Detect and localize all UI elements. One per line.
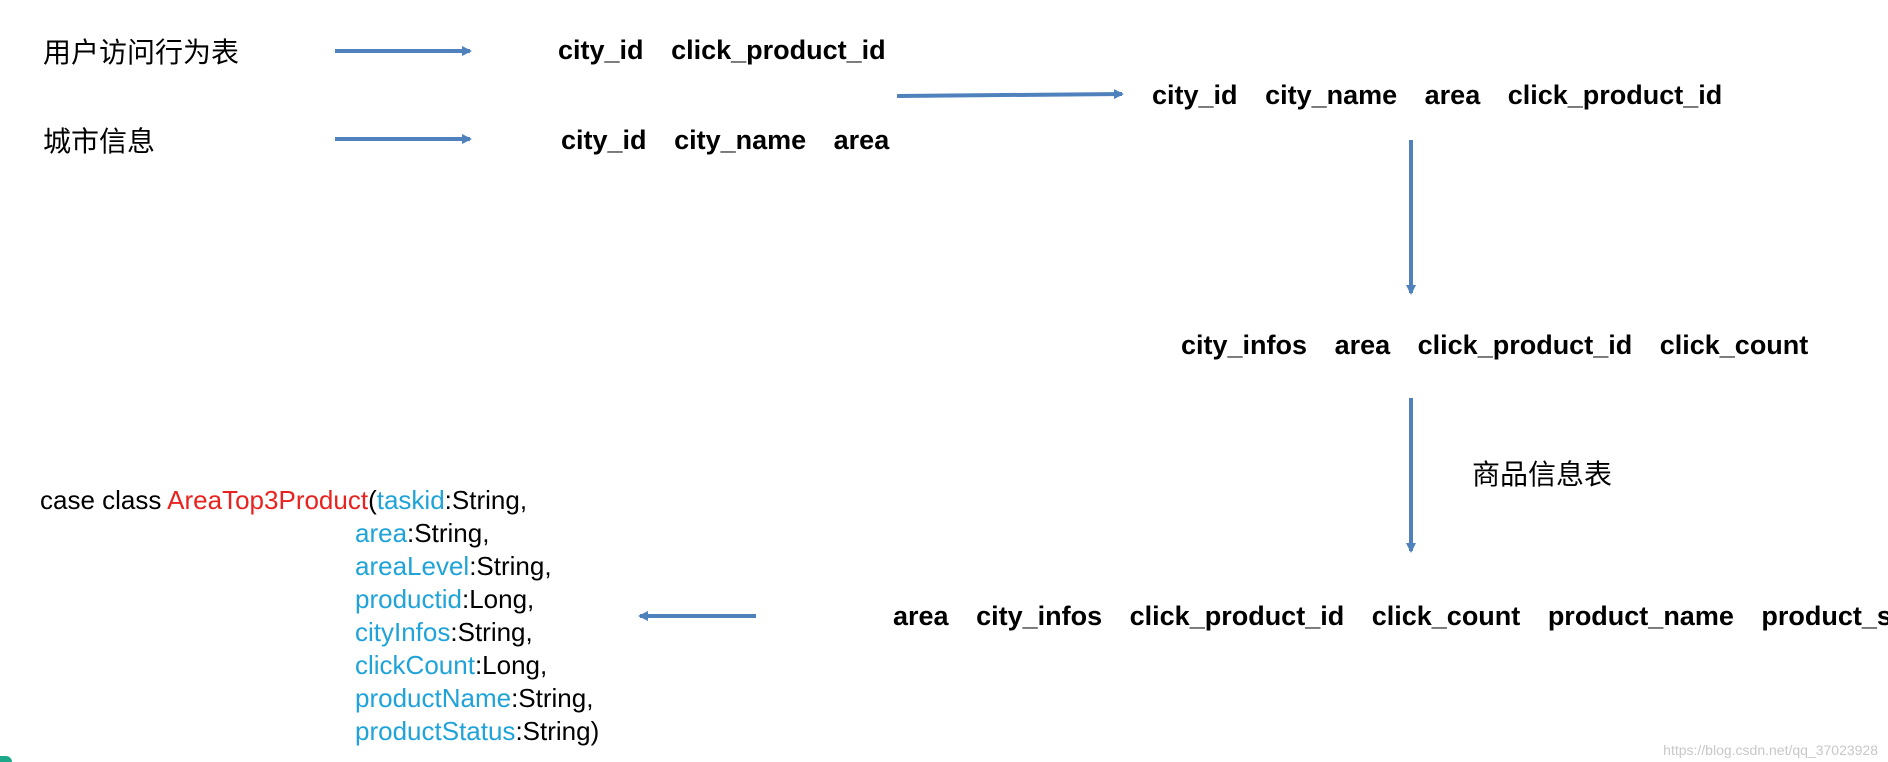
field: click_count [1659,330,1809,360]
code-line: cityInfos:String, [40,616,599,649]
city-info-label: 城市信息 [43,125,156,158]
param-type: :String, [407,518,490,548]
param-name: productName [355,683,512,713]
user-visit-table-label: 用户访问行为表 [43,36,240,69]
param-type: :String, [450,617,533,647]
open-paren: ( [368,485,377,515]
param-type: :Long, [474,650,548,680]
field: city_infos [976,601,1103,631]
param-name: areaLevel [355,551,470,581]
field: city_id [1152,80,1238,110]
field: area [1424,80,1481,110]
code-line: productName:String, [40,682,599,715]
field: city_name [1265,80,1398,110]
param-type: :String, [469,551,552,581]
field: area [833,125,890,155]
field: click_product_id [1507,80,1723,110]
field: click_count [1371,601,1521,631]
field: product_name [1547,601,1734,631]
watermark: https://blog.csdn.net/qq_37023928 [1663,742,1878,758]
param-type: :Long, [461,584,535,614]
product-info-table-label: 商品信息表 [1472,458,1613,491]
joined-fields-row: city_id city_name area click_product_id [1152,80,1722,111]
code-line: case class AreaTop3Product(taskid:String… [40,484,599,517]
param-name: clickCount [355,650,475,680]
field: city_name [674,125,807,155]
code-line: areaLevel:String, [40,550,599,583]
code-line: productid:Long, [40,583,599,616]
case-class-code: case class AreaTop3Product(taskid:String… [40,484,599,748]
field: click_product_id [1129,601,1345,631]
param-type: :String) [515,716,600,746]
field: area [893,601,949,631]
final-fields-row: area city_infos click_product_id click_c… [893,601,1888,632]
param-type: :String, [511,683,594,713]
field: city_id [558,35,644,65]
field: area [1334,330,1391,360]
code-line: area:String, [40,517,599,550]
aggregated-fields-row: city_infos area click_product_id click_c… [1181,330,1808,361]
visit-fields-row: city_id click_product_id [558,35,886,66]
code-line: productStatus:String) [40,715,599,748]
param-name: cityInfos [355,617,451,647]
arrow-to-joined [896,89,1124,100]
code-line: clickCount:Long, [40,649,599,682]
param-name: productid [355,584,462,614]
field: city_infos [1181,330,1308,360]
class-name: AreaTop3Product [167,485,369,515]
field: city_id [561,125,647,155]
city-fields-row: city_id city_name area [561,125,889,156]
corner-decoration [0,756,12,762]
param-name: area [355,518,408,548]
field: product_status [1761,601,1888,631]
field: click_product_id [671,35,886,65]
param-name: taskid [376,485,445,515]
code-keyword: case class [40,485,168,515]
param-name: productStatus [355,716,516,746]
field: click_product_id [1417,330,1633,360]
param-type: :String, [444,485,528,515]
